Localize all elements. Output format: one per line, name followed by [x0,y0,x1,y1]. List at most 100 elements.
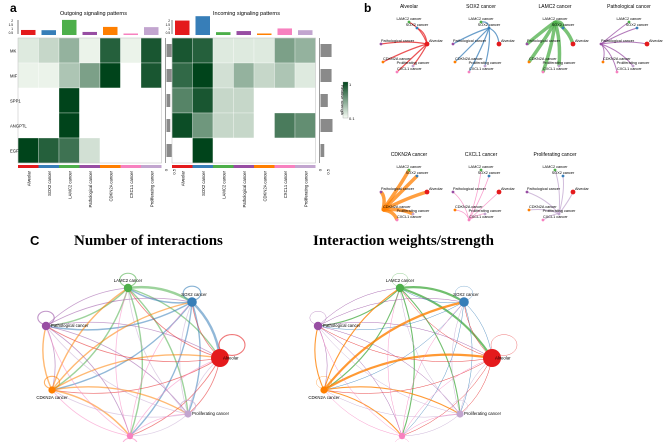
network-edge [323,353,493,391]
outgoing-cell-label: CDKN2A cancer [108,170,113,201]
circle-plot-node-label: CDKN2A cancer [383,57,411,61]
network-edge [51,389,131,437]
outgoing-cell [58,37,80,64]
network-edge [45,325,189,415]
network-edge [401,357,493,437]
incoming-cell [233,37,255,64]
incoming-cell [253,87,275,114]
network-edge [317,287,401,327]
circle-plot-edge [468,175,490,221]
incoming-cell [253,137,275,164]
circle-plot-title: CXCL1 cancer [465,152,498,158]
incoming-side-tick: 0.5 [326,168,331,174]
network-edge [323,301,465,391]
incoming-cell [233,62,255,89]
network-node [187,297,197,307]
circle-plot-node [451,42,455,46]
network-node-label: Alveolar [223,356,239,361]
circle-plot-node [627,20,631,24]
circle-plot-node [561,174,565,178]
outgoing-top-tick: 2 [11,19,13,23]
circle-plot-node-label: Alveolar [429,187,443,191]
outgoing-cell-label: LAMC2 cancer [67,170,72,198]
circle-plot-node [557,212,561,216]
incoming-side-bar [320,144,325,157]
incoming-color-strip [254,165,275,168]
outgoing-cell-label: SOX2 cancer [47,170,52,196]
circle-plot-edge [484,27,491,67]
circle-plot-node [487,174,491,178]
circle-plot-node [541,70,545,74]
incoming-cell [212,62,234,89]
network-edge [191,301,222,359]
circle-plot-edge [600,43,618,73]
outgoing-top-tick: 1 [11,27,13,31]
outgoing-color-strip [100,165,121,168]
circle-plot-node-label: Pathological cancer [527,39,561,43]
circle-plot-node-label: Alveolar [429,39,443,43]
circle-plot-node-label: CXCL1 cancer [543,215,568,219]
outgoing-cell [38,62,60,89]
circle-plot-node [541,218,545,222]
incoming-cell-label: Alveolar [180,170,185,186]
outgoing-cell [17,87,39,114]
incoming-cell [212,112,234,139]
strength-legend-bar [342,81,349,119]
outgoing-cell-label: CXCL1 cancer [129,170,134,198]
outgoing-cell [99,37,121,64]
incoming-cell [192,62,214,89]
incoming-color-strip [213,165,234,168]
incoming-cell-label: SOX2 cancer [201,170,206,196]
circle-plot-node [527,60,531,64]
outgoing-top-tick: 0.5 [9,31,14,35]
circle-plot-edge [380,41,428,45]
circle-plot-edge [396,43,428,73]
network-edge [127,287,189,415]
network-node-label: Pathological cancer [51,323,89,328]
circle-plot-node [561,26,565,30]
strength-legend-min: 0.1 [349,116,355,121]
network-edge [51,287,129,391]
network-edge [401,413,461,437]
outgoing-top-bar [123,33,138,35]
circle-plot-node [451,190,455,194]
circle-plot-node-label: SOX2 cancer [406,171,429,175]
circle-plot-node [424,189,430,195]
circle-plot-node-label: CXCL1 cancer [397,215,422,219]
network-edge [459,301,473,415]
circle-plot-edge [452,191,470,221]
circle-plot-node-label: Alveolar [575,187,589,191]
incoming-cell [233,137,255,164]
network-edge [129,413,189,437]
circle-plot-node-label: LAMC2 cancer [616,17,642,21]
circle-plot-node-label: CDKN2A cancer [529,205,557,209]
incoming-top-tick: 1.5 [166,23,171,27]
circle-plot-node-label: SOX2 cancer [626,23,649,27]
circle-plot-node-label: Pathological cancer [381,39,415,43]
network-node-label: SOX2 cancer [453,292,479,297]
network-node-label: LAMC2 cancer [386,278,415,283]
incoming-cell-label: LAMC2 cancer [221,170,226,198]
circle-plot-node-label: Pathological cancer [601,39,635,43]
incoming-cell [294,37,316,64]
network-edge [317,297,465,327]
panel-label-b: b [364,1,372,15]
outgoing-cell [79,112,101,139]
circle-plot-node-label: CDKN2A cancer [455,205,483,209]
network-edge [129,301,193,437]
network-node-label: Pathological cancer [323,323,361,328]
network-node [320,386,328,394]
outgoing-cell [58,137,80,164]
incoming-color-strip [192,165,213,168]
outgoing-cell-label: Proliferating cancer [149,170,154,207]
incoming-cell [274,37,296,64]
network-edge [323,389,403,437]
circle-plot-node [381,208,385,212]
circle-plot-node [570,41,576,47]
network-edge [317,287,401,327]
incoming-top-tick: 2 [168,19,170,23]
